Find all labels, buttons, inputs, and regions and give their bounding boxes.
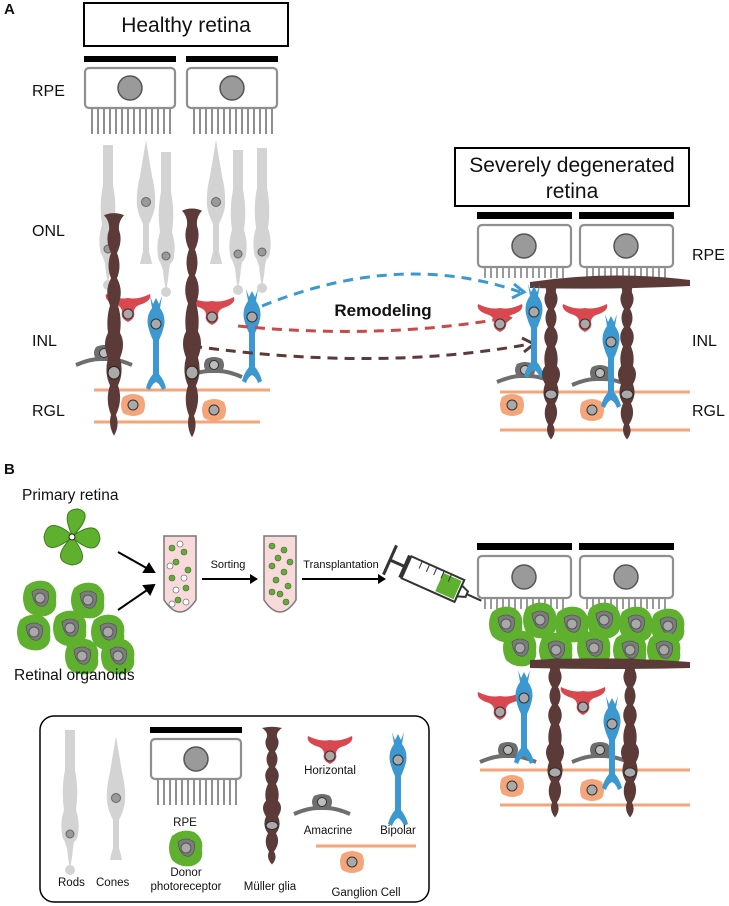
- tube-sorted: [263, 535, 297, 613]
- primary-retina-label: Primary retina: [22, 487, 119, 504]
- rpe-cell: [577, 541, 676, 611]
- sorting-arrow: [202, 574, 258, 584]
- horizontal-cell: [562, 303, 608, 333]
- rod-cell: [228, 149, 248, 296]
- rpe-cell: [82, 54, 178, 136]
- transplanted-retina: [475, 541, 690, 818]
- remodeling-arrows: Remodeling: [191, 272, 537, 361]
- healthy-title: Healthy retina: [121, 14, 251, 37]
- retinal-organoids-label: Retinal organoids: [14, 667, 135, 684]
- legend-ganglion: Ganglion Cell: [331, 887, 400, 899]
- layer-label-rpe: RPE: [32, 83, 65, 100]
- degenerated-title-line1: Severely degenerated: [469, 154, 674, 177]
- layer-label-inl: INL: [32, 333, 57, 350]
- step-sorting-label: Sorting: [211, 559, 246, 571]
- legend-ganglion-icon: [339, 850, 365, 874]
- muller-glia: [181, 207, 203, 438]
- input-arrows: [117, 551, 156, 611]
- ganglion-cell: [201, 398, 227, 422]
- healthy-retina: [74, 54, 280, 438]
- bipolar-cell: [145, 295, 167, 391]
- ganglion-cell: [499, 393, 525, 417]
- remodeling-label: Remodeling: [334, 301, 431, 320]
- degenerated-title-line2: retina: [546, 180, 599, 203]
- legend-muller: Müller glia: [244, 881, 297, 893]
- rpe-cell: [577, 210, 676, 280]
- legend-donor-line1: Donor: [170, 867, 201, 879]
- rpe-cell: [475, 541, 574, 611]
- muller-glia: [540, 280, 562, 440]
- transplantation-arrow: [302, 574, 386, 584]
- step-transplantation-label: Transplantation: [303, 559, 378, 571]
- muller-glia: [616, 280, 638, 440]
- legend-rods: Rods: [58, 877, 85, 889]
- legend-donor-icon: [168, 830, 203, 867]
- right-layer-label-inl: INL: [692, 333, 717, 350]
- rpe-cell: [475, 210, 574, 280]
- horizontal-cell: [477, 303, 523, 333]
- amacrine-cell: [74, 343, 134, 367]
- bipolar-cell: [600, 313, 622, 409]
- panel-b-label: B: [4, 461, 15, 478]
- legend-amacrine: Amacrine: [304, 825, 353, 837]
- legend-bipolar: Bipolar: [380, 825, 416, 837]
- cone-cell: [206, 139, 226, 265]
- retinal-organoids-icon: [16, 580, 135, 675]
- rod-cell: [156, 151, 176, 298]
- degenerated-title-box: Severely degenerated retina: [454, 147, 690, 207]
- layer-label-onl: ONL: [32, 223, 65, 240]
- legend-horizontal: Horizontal: [304, 765, 356, 777]
- layer-label-rgl: RGL: [32, 403, 65, 420]
- ganglion-cell: [120, 393, 146, 417]
- cone-cell: [136, 139, 156, 265]
- healthy-title-box: Healthy retina: [83, 2, 289, 47]
- rod-cell: [252, 147, 272, 294]
- legend-cones: Cones: [96, 877, 129, 889]
- degenerated-retina: [475, 210, 690, 440]
- panel-a-label: A: [4, 1, 15, 18]
- right-layer-label-rpe: RPE: [692, 247, 725, 264]
- legend-box: Rods Cones RPE Donor photoreceptor Mülle…: [39, 715, 430, 903]
- primary-retina-icon: [43, 508, 101, 566]
- legend-donor-line2: photoreceptor: [151, 881, 222, 893]
- right-layer-label-rgl: RGL: [692, 403, 725, 420]
- tube-unsorted: [163, 535, 197, 613]
- legend-rpe: RPE: [173, 817, 197, 829]
- ganglion-cell: [579, 398, 605, 422]
- syringe-icon: [382, 544, 482, 604]
- bipolar-cell: [241, 288, 263, 384]
- rpe-cell: [184, 54, 280, 136]
